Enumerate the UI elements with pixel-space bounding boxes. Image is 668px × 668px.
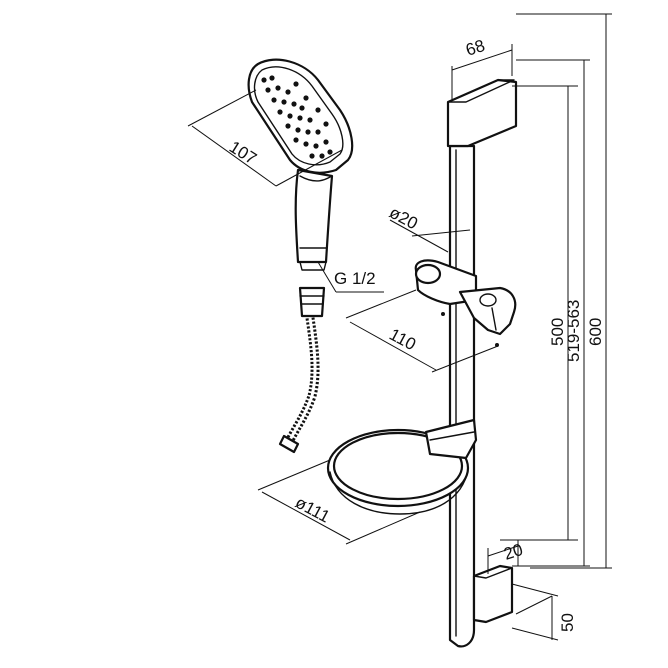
label-600: 600 xyxy=(586,318,605,346)
label-50: 50 xyxy=(558,613,577,632)
shower-holder-slider xyxy=(414,259,517,347)
label-110: 110 xyxy=(386,325,419,355)
label-diameter-20: ø20 xyxy=(386,203,421,234)
label-68: 68 xyxy=(463,36,487,60)
dimension-lines xyxy=(187,13,612,641)
soap-dish xyxy=(326,418,478,515)
slide-rail xyxy=(446,78,560,648)
hand-shower xyxy=(247,58,354,271)
label-519-563: 519-563 xyxy=(564,300,583,362)
label-20: 20 xyxy=(501,540,525,564)
shower-hose xyxy=(278,286,326,454)
label-thread: G 1/2 xyxy=(334,269,376,288)
label-diameter-111: ø111 xyxy=(292,493,333,527)
label-107: 107 xyxy=(226,137,260,168)
label-500: 500 xyxy=(548,318,567,346)
spray-nozzles xyxy=(261,75,333,159)
